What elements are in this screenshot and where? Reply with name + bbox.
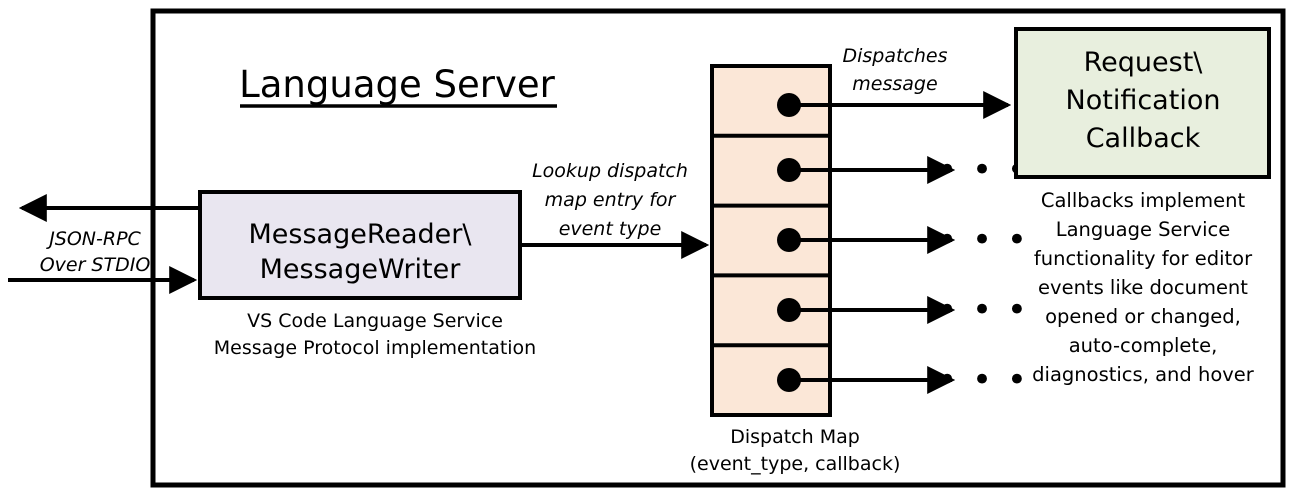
message-box-caption-line2: Message Protocol implementation: [214, 337, 536, 359]
callback-description-line-1: Callbacks implement: [1041, 189, 1246, 212]
callback-box-label-line1: Request\: [1084, 47, 1204, 78]
dispatch-annotation-line1: Dispatches: [842, 45, 947, 67]
callback-description-line-4: events like document: [1038, 276, 1248, 299]
language-server-boundary: [150, 8, 1286, 488]
jsonrpc-annotation-line2: Over STDIO: [40, 254, 151, 276]
dispatch-ellipsis-5: • • •: [937, 360, 1029, 400]
dispatch-map-caption-line1: Dispatch Map: [730, 426, 860, 448]
lookup-annotation-line2: map entry for: [545, 189, 677, 211]
message-box-caption-line1: VS Code Language Service: [247, 310, 503, 332]
dispatch-ellipsis-4: • • •: [937, 290, 1029, 330]
callback-description-line-2: Language Service: [1056, 218, 1231, 241]
jsonrpc-annotation-line1: JSON-RPC: [45, 228, 141, 250]
lookup-annotation-line3: event type: [559, 218, 662, 240]
dispatch-ellipsis-2: • • •: [937, 150, 1029, 190]
callback-description-line-6: auto-complete,: [1069, 334, 1218, 357]
page-title: Language Server: [239, 63, 555, 106]
dispatch-map-caption-line2: (event_type, callback): [690, 453, 901, 475]
callback-box-label-line2: Notification: [1066, 85, 1221, 116]
callback-description-line-7: diagnostics, and hover: [1032, 363, 1255, 386]
request-notification-callback-box[interactable]: [1014, 27, 1271, 179]
message-reader-writer-box[interactable]: [198, 190, 522, 300]
lookup-annotation-line1: Lookup dispatch: [532, 160, 688, 182]
dispatch-ellipsis-3: • • •: [937, 220, 1029, 260]
message-reader-writer-label-line1: MessageReader\: [249, 219, 473, 250]
callback-description-line-5: opened or changed,: [1045, 305, 1241, 328]
callback-description-line-3: functionality for editor: [1034, 247, 1253, 270]
dispatch-annotation-line2: message: [852, 73, 937, 95]
callback-box-label-line3: Callback: [1086, 123, 1201, 154]
message-reader-writer-label-line2: MessageWriter: [260, 254, 462, 285]
